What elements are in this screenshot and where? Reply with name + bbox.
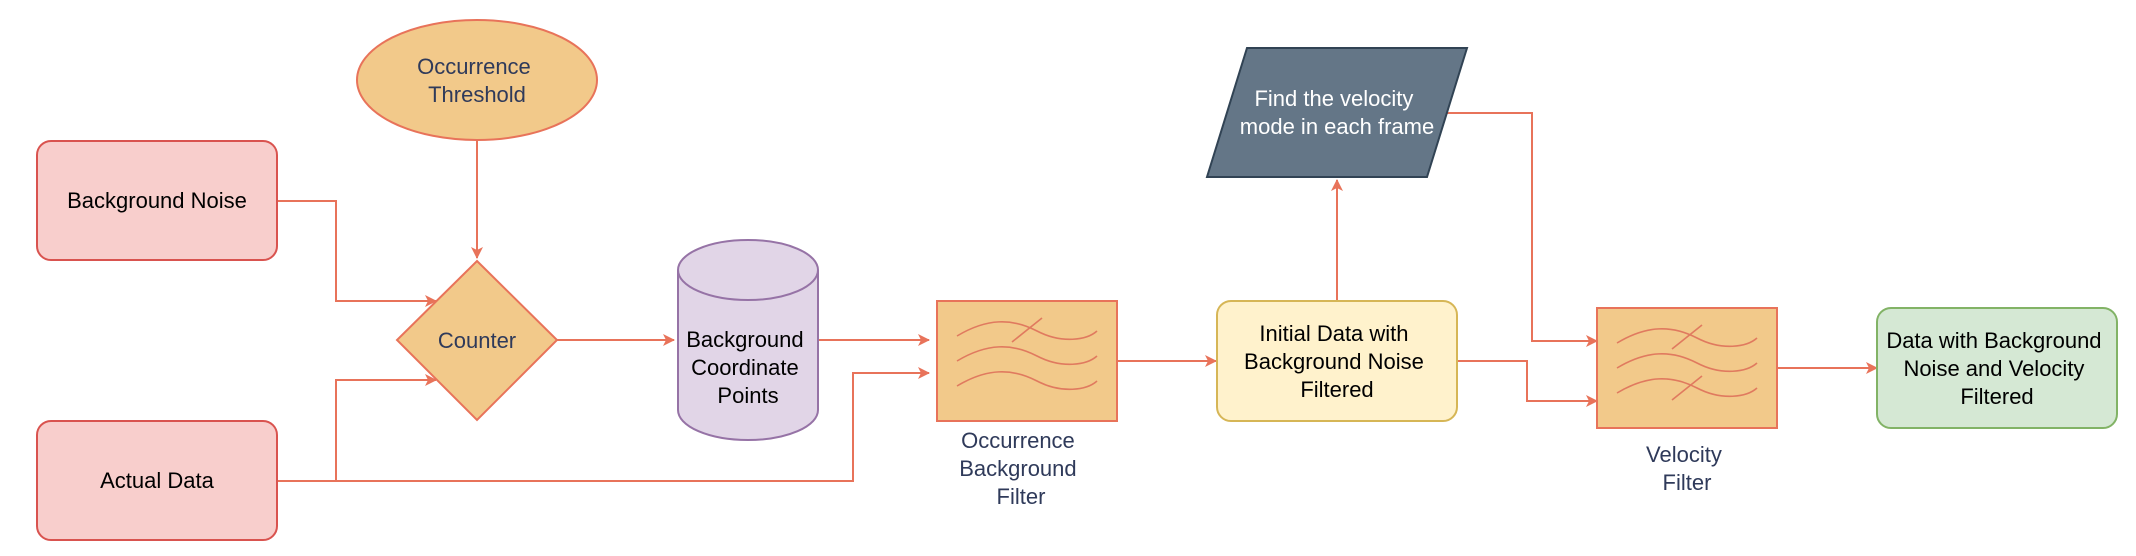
background-noise-label: Background Noise [67,188,247,213]
final-data-line-1: Data with Background [1886,328,2101,353]
velocity-filter-line-1: Velocity [1646,442,1722,467]
velocity-filter-line-2: Filter [1663,470,1712,495]
counter-node: Counter [395,259,559,422]
initial-data-shape [1216,300,1458,422]
velocity-filter-wave-icon [1616,324,1758,401]
occurrence-threshold-line-1: Occurrence [417,54,531,79]
occurrence-background-filter-label: Occurrence Background Filter [959,428,1083,509]
counter-shape [395,259,559,422]
actual-data-shape [36,420,278,541]
final-data-label: Data with Background Noise and Velocity … [1886,328,2107,409]
occurrence-background-filter-node: Occurrence Background Filter [936,300,1118,509]
final-data-line-2: Noise and Velocity [1903,356,2084,381]
velocity-mode-line-2: mode in each frame [1240,114,1434,139]
velocity-mode-label: Find the velocity mode in each frame [1240,86,1434,139]
velocity-filter-node: Velocity Filter [1596,307,1778,495]
coordinate-cylinder-top [677,239,819,301]
edge-actual-to-occurrence-filter [336,367,930,482]
edge-actual-to-counter [278,374,437,482]
actual-data-line-1: Actual Data [100,468,214,493]
background-noise-shape [36,140,278,261]
initial-data-line-3: Filtered [1300,377,1373,402]
occurrence-threshold-label: Occurrence Threshold [417,54,537,107]
occurrence-threshold-line-2: Threshold [428,82,526,107]
velocity-mode-node: Find the velocity mode in each frame [1205,47,1469,178]
velocity-mode-shape [1205,47,1469,178]
initial-data-line-2: Background Noise [1244,349,1424,374]
final-data-line-3: Filtered [1960,384,2033,409]
velocity-mode-line-1: Find the velocity [1254,86,1413,111]
background-noise-line-1: Background Noise [67,188,247,213]
coordinate-points-line-3: Points [717,383,778,408]
initial-data-filtered-node: Initial Data with Background Noise Filte… [1216,300,1458,422]
occurrence-filter-wave-icon [956,317,1098,391]
initial-data-line-1: Initial Data with [1259,321,1408,346]
occurrence-filter-line-1: Occurrence [961,428,1075,453]
occurrence-filter-line-2: Background [959,456,1076,481]
background-coordinate-points-label: Background Coordinate Points [686,327,810,408]
initial-data-filtered-label: Initial Data with Background Noise Filte… [1244,321,1430,402]
final-data-node: Data with Background Noise and Velocity … [1876,307,2118,429]
coordinate-cylinder-body [677,270,819,441]
edge-noise-to-counter [278,200,437,307]
background-noise-node: Background Noise [36,140,278,261]
coordinate-points-line-1: Background [686,327,803,352]
counter-line-1: Counter [438,328,516,353]
occurrence-filter-line-3: Filter [997,484,1046,509]
background-coordinate-points-node: Background Coordinate Points [677,239,819,441]
final-data-shape [1876,307,2118,429]
occurrence-threshold-shape [356,19,598,141]
edge-initial-to-velocity-filter [1457,360,1598,407]
edge-velocity-mode-to-velocity-filter [1442,112,1598,347]
counter-label: Counter [438,328,516,353]
connectors [278,112,1878,482]
velocity-filter-label: Velocity Filter [1646,442,1728,495]
coordinate-points-line-2: Coordinate [691,355,799,380]
actual-data-node: Actual Data [36,420,278,541]
actual-data-label: Actual Data [100,468,214,493]
occurrence-threshold-node: Occurrence Threshold [356,19,598,141]
